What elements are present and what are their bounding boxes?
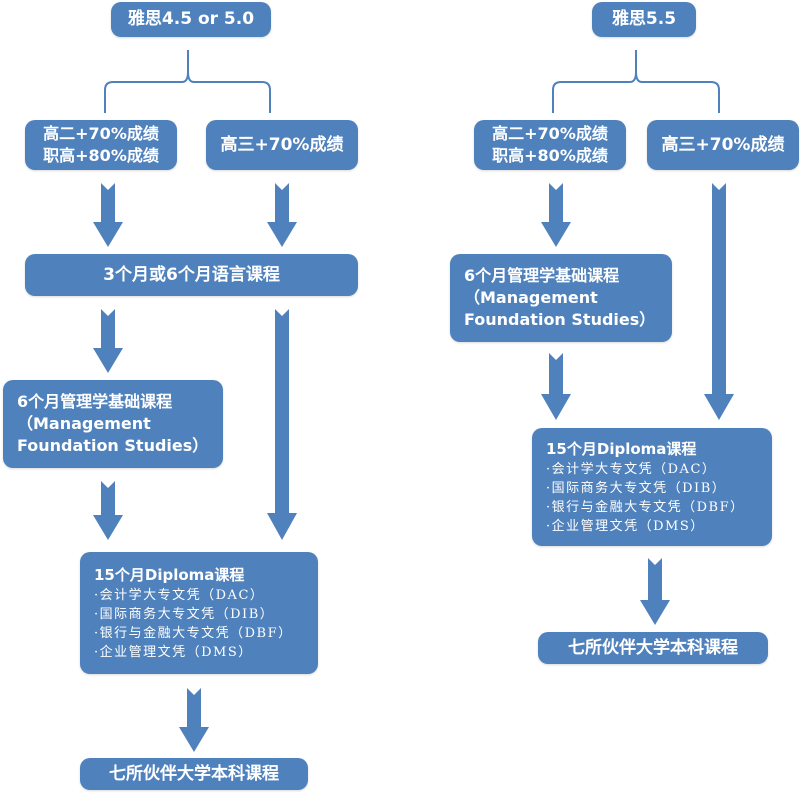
diploma-box: 15个月Diploma课程 ·会计学大专文凭（DAC） ·国际商务大专文凭（DI…: [80, 552, 318, 674]
mfs-english-2: Foundation Studies）: [464, 310, 656, 329]
mfs-english-1: （Management: [464, 288, 598, 307]
bachelor-label: 七所伙伴大学本科课程: [568, 637, 738, 658]
management-foundation-box: 6个月管理学基础课程 （Management Foundation Studie…: [450, 254, 672, 342]
bachelor-label: 七所伙伴大学本科课程: [109, 763, 279, 784]
management-foundation-box: 6个月管理学基础课程 （Management Foundation Studie…: [3, 380, 223, 468]
diploma-item-dib: ·国际商务大专文凭（DIB）: [546, 480, 727, 496]
diploma-item-dac: ·会计学大专文凭（DAC）: [546, 461, 717, 477]
bachelor-box: 七所伙伴大学本科课程: [80, 758, 308, 790]
arrow-down: [267, 183, 297, 247]
grade11-requirement: 高二+70%成绩: [492, 124, 608, 143]
diploma-item-dms: ·企业管理文凭（DMS）: [546, 518, 705, 534]
arrow-down: [93, 183, 123, 247]
grade12-requirement: 高三+70%成绩: [661, 134, 785, 155]
bracket-left: [104, 50, 271, 113]
bracket-right: [552, 50, 720, 113]
ielts-4-5-or-5-0-box: 雅思4.5 or 5.0: [111, 2, 271, 37]
diploma-item-dbf: ·银行与金融大专文凭（DBF）: [546, 499, 745, 515]
grade12-box: 高三+70%成绩: [206, 120, 358, 170]
bachelor-box: 七所伙伴大学本科课程: [538, 632, 768, 664]
grade11-requirement: 高二+70%成绩: [43, 124, 159, 143]
mfs-title: 6个月管理学基础课程: [464, 266, 620, 285]
arrow-down: [93, 309, 123, 373]
grade11-vocational-box: 高二+70%成绩 职高+80%成绩: [474, 120, 626, 170]
diploma-box: 15个月Diploma课程 ·会计学大专文凭（DAC） ·国际商务大专文凭（DI…: [532, 428, 772, 546]
grade12-box: 高三+70%成绩: [647, 120, 799, 170]
ielts-label: 雅思4.5 or 5.0: [127, 9, 255, 29]
grade12-requirement: 高三+70%成绩: [220, 134, 344, 155]
arrow-down-long: [704, 183, 734, 420]
language-course-label: 3个月或6个月语言课程: [103, 264, 280, 285]
diploma-item-dac: ·会计学大专文凭（DAC）: [94, 587, 265, 603]
diploma-title: 15个月Diploma课程: [94, 565, 245, 584]
mfs-title: 6个月管理学基础课程: [17, 392, 173, 411]
diploma-item-dbf: ·银行与金融大专文凭（DBF）: [94, 625, 293, 641]
arrow-down: [93, 481, 123, 540]
vocational-requirement: 职高+80%成绩: [43, 146, 159, 165]
arrow-down: [640, 558, 670, 625]
arrow-down: [541, 183, 571, 247]
diploma-item-dib: ·国际商务大专文凭（DIB）: [94, 606, 275, 622]
language-course-box: 3个月或6个月语言课程: [25, 254, 358, 296]
diploma-item-dms: ·企业管理文凭（DMS）: [94, 644, 253, 660]
vocational-requirement: 职高+80%成绩: [492, 146, 608, 165]
arrow-down: [179, 688, 209, 752]
ielts-5-5-box: 雅思5.5: [592, 2, 696, 37]
ielts-label: 雅思5.5: [611, 9, 677, 29]
diploma-title: 15个月Diploma课程: [546, 439, 697, 458]
mfs-english-1: （Management: [17, 414, 151, 433]
grade11-vocational-box: 高二+70%成绩 职高+80%成绩: [25, 120, 177, 170]
arrow-down: [541, 353, 571, 420]
mfs-english-2: Foundation Studies）: [17, 436, 209, 455]
arrow-down-long: [267, 309, 297, 540]
